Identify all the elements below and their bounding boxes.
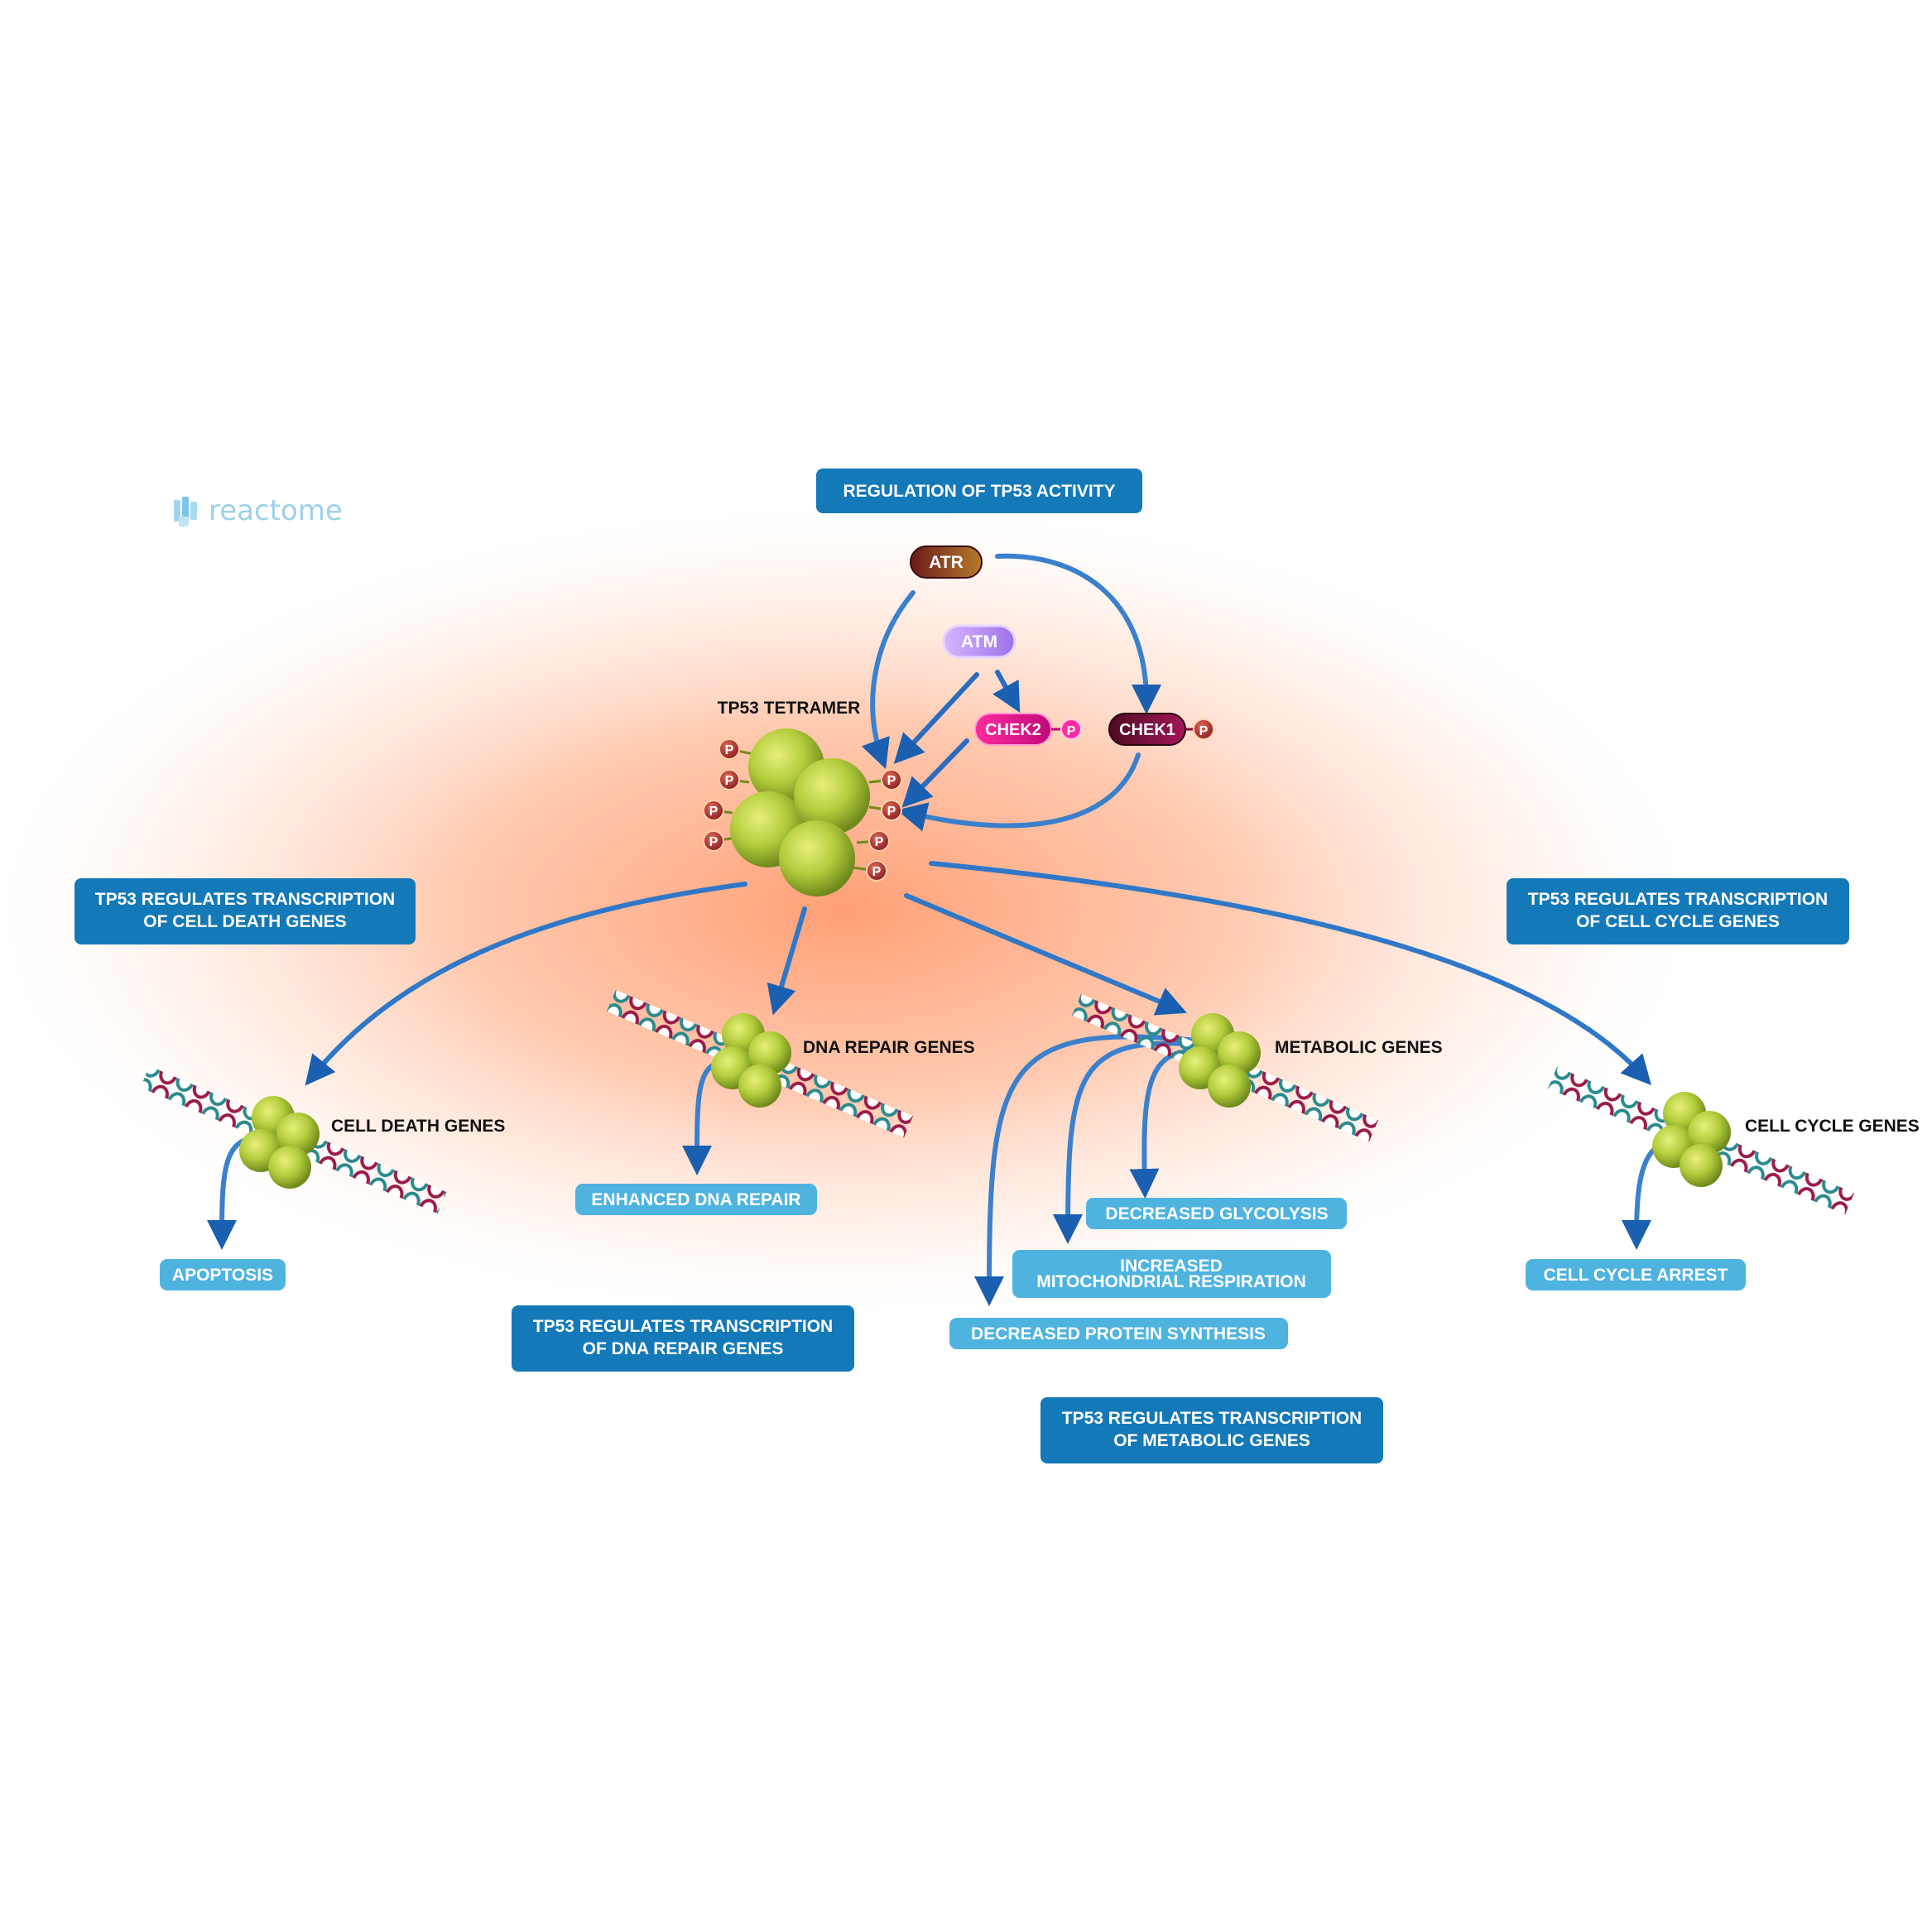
arrow-chek1-tp53 [896,752,1141,832]
enhanced-dna-repair-box[interactable]: ENHANCED DNA REPAIR [575,1184,817,1215]
arrow-atm-tp53 [893,672,979,764]
cell-cycle-pathway-line2: OF CELL CYCLE GENES [1576,912,1780,931]
phospho-site-label: P [887,805,896,819]
arrow-tp53-cell-cycle [929,861,1652,1086]
chek2-phospho-icon [1060,718,1082,740]
chek1-label: CHEK1 [1119,721,1175,739]
metabolic-pathway-line1: TP53 REGULATES TRANSCRIPTION [1062,1409,1362,1428]
reactome-logo-icon [174,497,197,526]
tp53-subunit [779,820,855,896]
metabolic-pathway-box[interactable]: TP53 REGULATES TRANSCRIPTION OF METABOLI… [1040,1397,1383,1463]
cell-death-pathway-box[interactable]: TP53 REGULATES TRANSCRIPTION OF CELL DEA… [74,878,416,944]
phospho-site-label: P [725,774,734,788]
atm-node[interactable]: ATM [942,624,1016,659]
phospho-site-label: P [725,743,734,757]
phospho-site-label: P [872,865,882,879]
tp53-subunit [1688,1111,1731,1154]
phospho-site-icon [718,769,740,791]
metabolic-gene-complex [1072,993,1378,1142]
regulation-of-tp53-activity-label: REGULATION OF TP53 ACTIVITY [843,482,1115,501]
chek1-node[interactable]: CHEK1 P [1108,713,1214,746]
arrow-chek2-tp53 [901,738,969,808]
phospho-site-icon [703,830,724,852]
cell-cycle-genes-label: CELL CYCLE GENES [1745,1117,1920,1136]
dna-repair-gene-complex [607,989,913,1138]
phospho-site-icon [881,800,902,821]
cell-cycle-pathway-box[interactable]: TP53 REGULATES TRANSCRIPTION OF CELL CYC… [1507,878,1849,944]
dna-repair-pathway-box[interactable]: TP53 REGULATES TRANSCRIPTION OF DNA REPA… [512,1305,854,1372]
arrow-atr-tp53 [861,590,916,770]
mitochondrial-respiration-box[interactable]: INCREASED MITOCHONDRIAL RESPIRATION [1012,1250,1331,1298]
chek1-phospho-label: P [1199,724,1209,738]
cell-death-genes-label: CELL DEATH GENES [331,1117,505,1136]
chek2-phospho-label: P [1067,724,1076,738]
tp53-subunit [738,1065,781,1108]
tp53-subunit [748,1031,791,1074]
apoptosis-box[interactable]: APOPTOSIS [160,1259,286,1290]
dna-repair-pathway-line1: TP53 REGULATES TRANSCRIPTION [533,1317,833,1336]
metabolic-pathway-line2: OF METABOLIC GENES [1113,1431,1310,1450]
atm-label: ATM [961,632,997,651]
cell-death-pathway-line1: TP53 REGULATES TRANSCRIPTION [95,890,395,909]
cell-cycle-pathway-line1: TP53 REGULATES TRANSCRIPTION [1528,890,1828,909]
arrow-tp53-dna-repair [767,906,807,1016]
chek2-node[interactable]: CHEK2 P [974,713,1082,746]
chek2-label: CHEK2 [985,721,1041,739]
tp53-subunit [1218,1031,1261,1074]
tp53-tetramer-label: TP53 TETRAMER [718,699,861,718]
phospho-site-label: P [709,835,718,849]
tp53-subunit [1680,1144,1723,1187]
mito-respiration-line1: INCREASED [1120,1257,1223,1276]
decreased-protein-synthesis-box[interactable]: DECREASED PROTEIN SYNTHESIS [949,1318,1288,1349]
phospho-site-label: P [709,805,718,819]
cell-death-gene-complex [140,1065,447,1214]
chek1-phospho-icon [1193,718,1214,740]
arrow-tp53-cell-death [305,882,747,1086]
tp53-tetramer[interactable]: P P P P P P P P [703,728,902,896]
decreased-glycolysis-box[interactable]: DECREASED GLYCOLYSIS [1086,1198,1347,1229]
phospho-site-label: P [875,835,884,849]
dna-repair-genes-label: DNA REPAIR GENES [803,1038,975,1057]
phospho-site-icon [718,738,740,760]
reactome-logo-text: reactome [209,494,343,527]
tp53-subunit [268,1146,311,1189]
mito-respiration-line2: MITOCHONDRIAL RESPIRATION [1036,1272,1306,1291]
tp53-subunit [276,1113,320,1156]
enhanced-dna-repair-label: ENHANCED DNA REPAIR [591,1190,800,1209]
arrow-atm-chek2 [992,670,1021,714]
cell-cycle-gene-complex [1548,1066,1854,1215]
cell-death-pathway-line2: OF CELL DEATH GENES [143,912,346,931]
cell-cycle-arrest-label: CELL CYCLE ARREST [1544,1266,1728,1285]
tp53-subunit [1208,1065,1251,1108]
reactome-logo [174,497,197,526]
phospho-site-icon [868,830,890,852]
decreased-protein-synthesis-label: DECREASED PROTEIN SYNTHESIS [971,1324,1266,1343]
regulation-of-tp53-activity-box[interactable]: REGULATION OF TP53 ACTIVITY [816,469,1142,513]
arrow-tp53-metabolic [904,893,1187,1016]
atr-label: ATR [929,553,964,572]
arrow-atr-chek1 [995,553,1161,714]
phospho-sites: P P P P P P P P [703,738,902,882]
decreased-glycolysis-label: DECREASED GLYCOLYSIS [1105,1204,1328,1223]
phospho-site-icon [866,860,887,882]
background-glow [0,497,1713,1324]
atr-node[interactable]: ATR [910,545,983,579]
dna-repair-pathway-line2: OF DNA REPAIR GENES [583,1339,784,1358]
phospho-site-icon [703,800,724,821]
phospho-site-icon [881,769,902,791]
metabolic-genes-label: METABOLIC GENES [1275,1038,1443,1057]
tp53-subunit [794,758,870,834]
arrows [207,553,1679,1306]
phospho-site-label: P [887,774,896,788]
apoptosis-label: APOPTOSIS [172,1266,273,1285]
cell-cycle-arrest-box[interactable]: CELL CYCLE ARREST [1526,1259,1746,1290]
